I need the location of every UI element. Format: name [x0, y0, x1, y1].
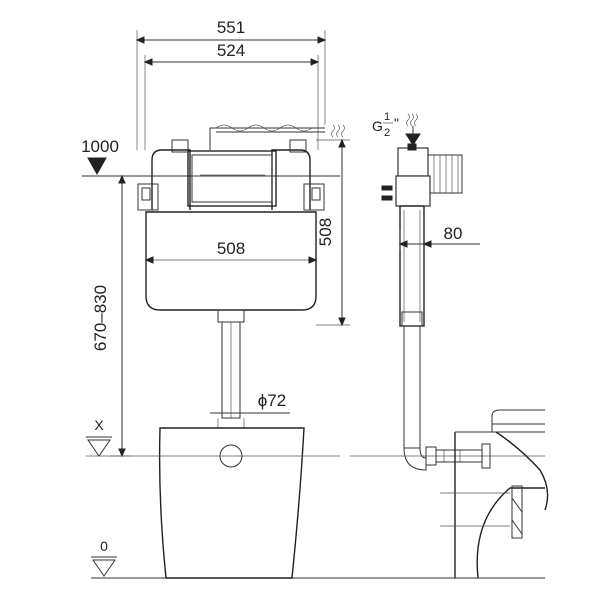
water-flow-icon: [331, 124, 335, 138]
level-1000-label: 1000: [81, 137, 119, 156]
tank-height-label: 508: [316, 218, 335, 246]
dimension-frame-width: 524: [143, 41, 320, 150]
thread-unit: ": [394, 115, 399, 131]
frame-width-label: 524: [217, 41, 245, 60]
thread-numerator: 1: [384, 111, 390, 123]
toilet-pan-front: [110, 427, 340, 579]
dimension-height-range: 670–830: [91, 174, 126, 458]
level-x-triangle-icon: [87, 439, 111, 457]
dimension-depth: 80: [398, 224, 480, 250]
dimension-overall-width: 551: [135, 18, 327, 150]
level-x-label: X: [94, 417, 104, 433]
level-triangle-icon: [87, 157, 107, 176]
front-view-cistern: 508: [137, 124, 345, 419]
depth-label: 80: [444, 224, 463, 243]
tank-width-label: 508: [217, 239, 245, 258]
pipe-diameter-label: ϕ72: [258, 391, 286, 410]
level-0-label: 0: [100, 538, 108, 554]
side-view-toilet: [350, 409, 549, 579]
water-inlet-icon: [406, 113, 410, 127]
level-1000-marker: 1000: [81, 137, 340, 177]
thread-denominator: 2: [384, 127, 390, 139]
dimension-tank-height: 508: [316, 138, 350, 327]
dimension-pipe-diameter: ϕ72: [210, 391, 290, 428]
thread-letter: G: [372, 118, 383, 134]
overall-width-label: 551: [217, 18, 245, 37]
level-0-triangle-icon: [92, 559, 116, 577]
height-range-label: 670–830: [91, 285, 110, 351]
side-view-cistern: G 1 2 ": [372, 111, 463, 471]
